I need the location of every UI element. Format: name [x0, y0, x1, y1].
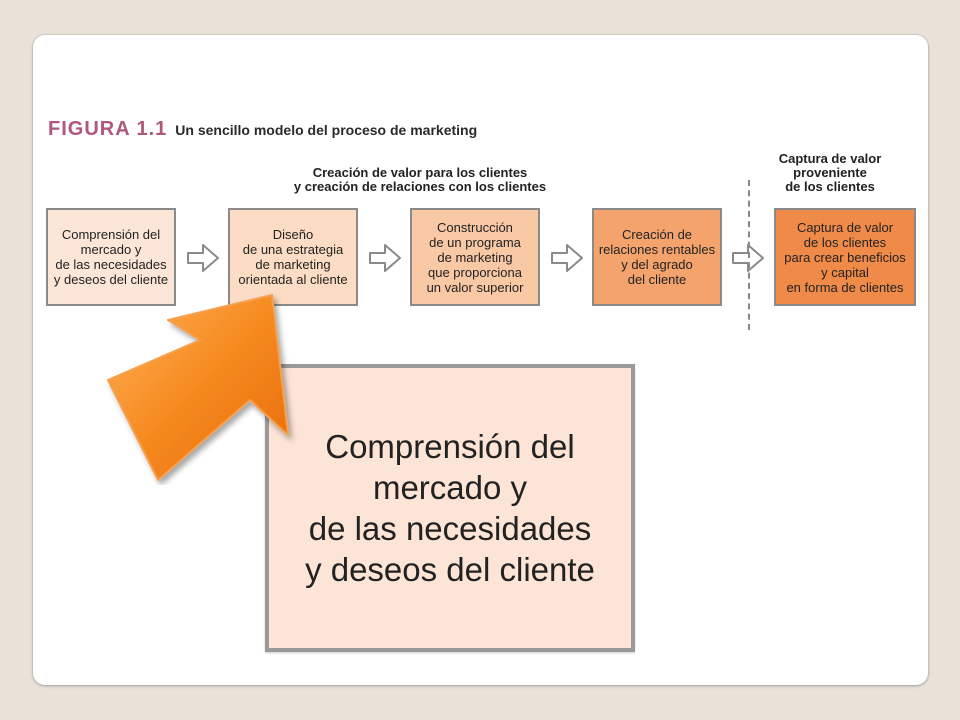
flow-arrow-icon — [369, 244, 401, 272]
flow-arrow-icon — [187, 244, 219, 272]
process-step-capture: Captura de valor de los clientes para cr… — [774, 208, 916, 306]
section-value-creation: Creación de valor para los clientes y cr… — [293, 165, 547, 194]
figure-title: FIGURA 1.1 Un sencillo modelo del proceso… — [48, 118, 477, 141]
orange-pointer-arrow-icon — [107, 294, 289, 481]
figure-caption: Un sencillo modelo del proceso de market… — [175, 122, 478, 138]
section-value-capture: Captura de valor proveniente de los clie… — [778, 151, 882, 194]
section-divider — [748, 180, 750, 330]
process-step-design: Diseño de una estrategia de marketing or… — [228, 208, 358, 306]
zoomed-step-understand: Comprensión del mercado y de las necesid… — [265, 364, 635, 652]
process-step-understand: Comprensión del mercado y de las necesid… — [46, 208, 176, 306]
process-step-build: Construcción de un programa de marketing… — [410, 208, 540, 306]
flow-arrow-icon — [551, 244, 583, 272]
process-step-relationships: Creación de relaciones rentables y del a… — [592, 208, 722, 306]
figure-number: FIGURA 1.1 — [48, 118, 168, 140]
